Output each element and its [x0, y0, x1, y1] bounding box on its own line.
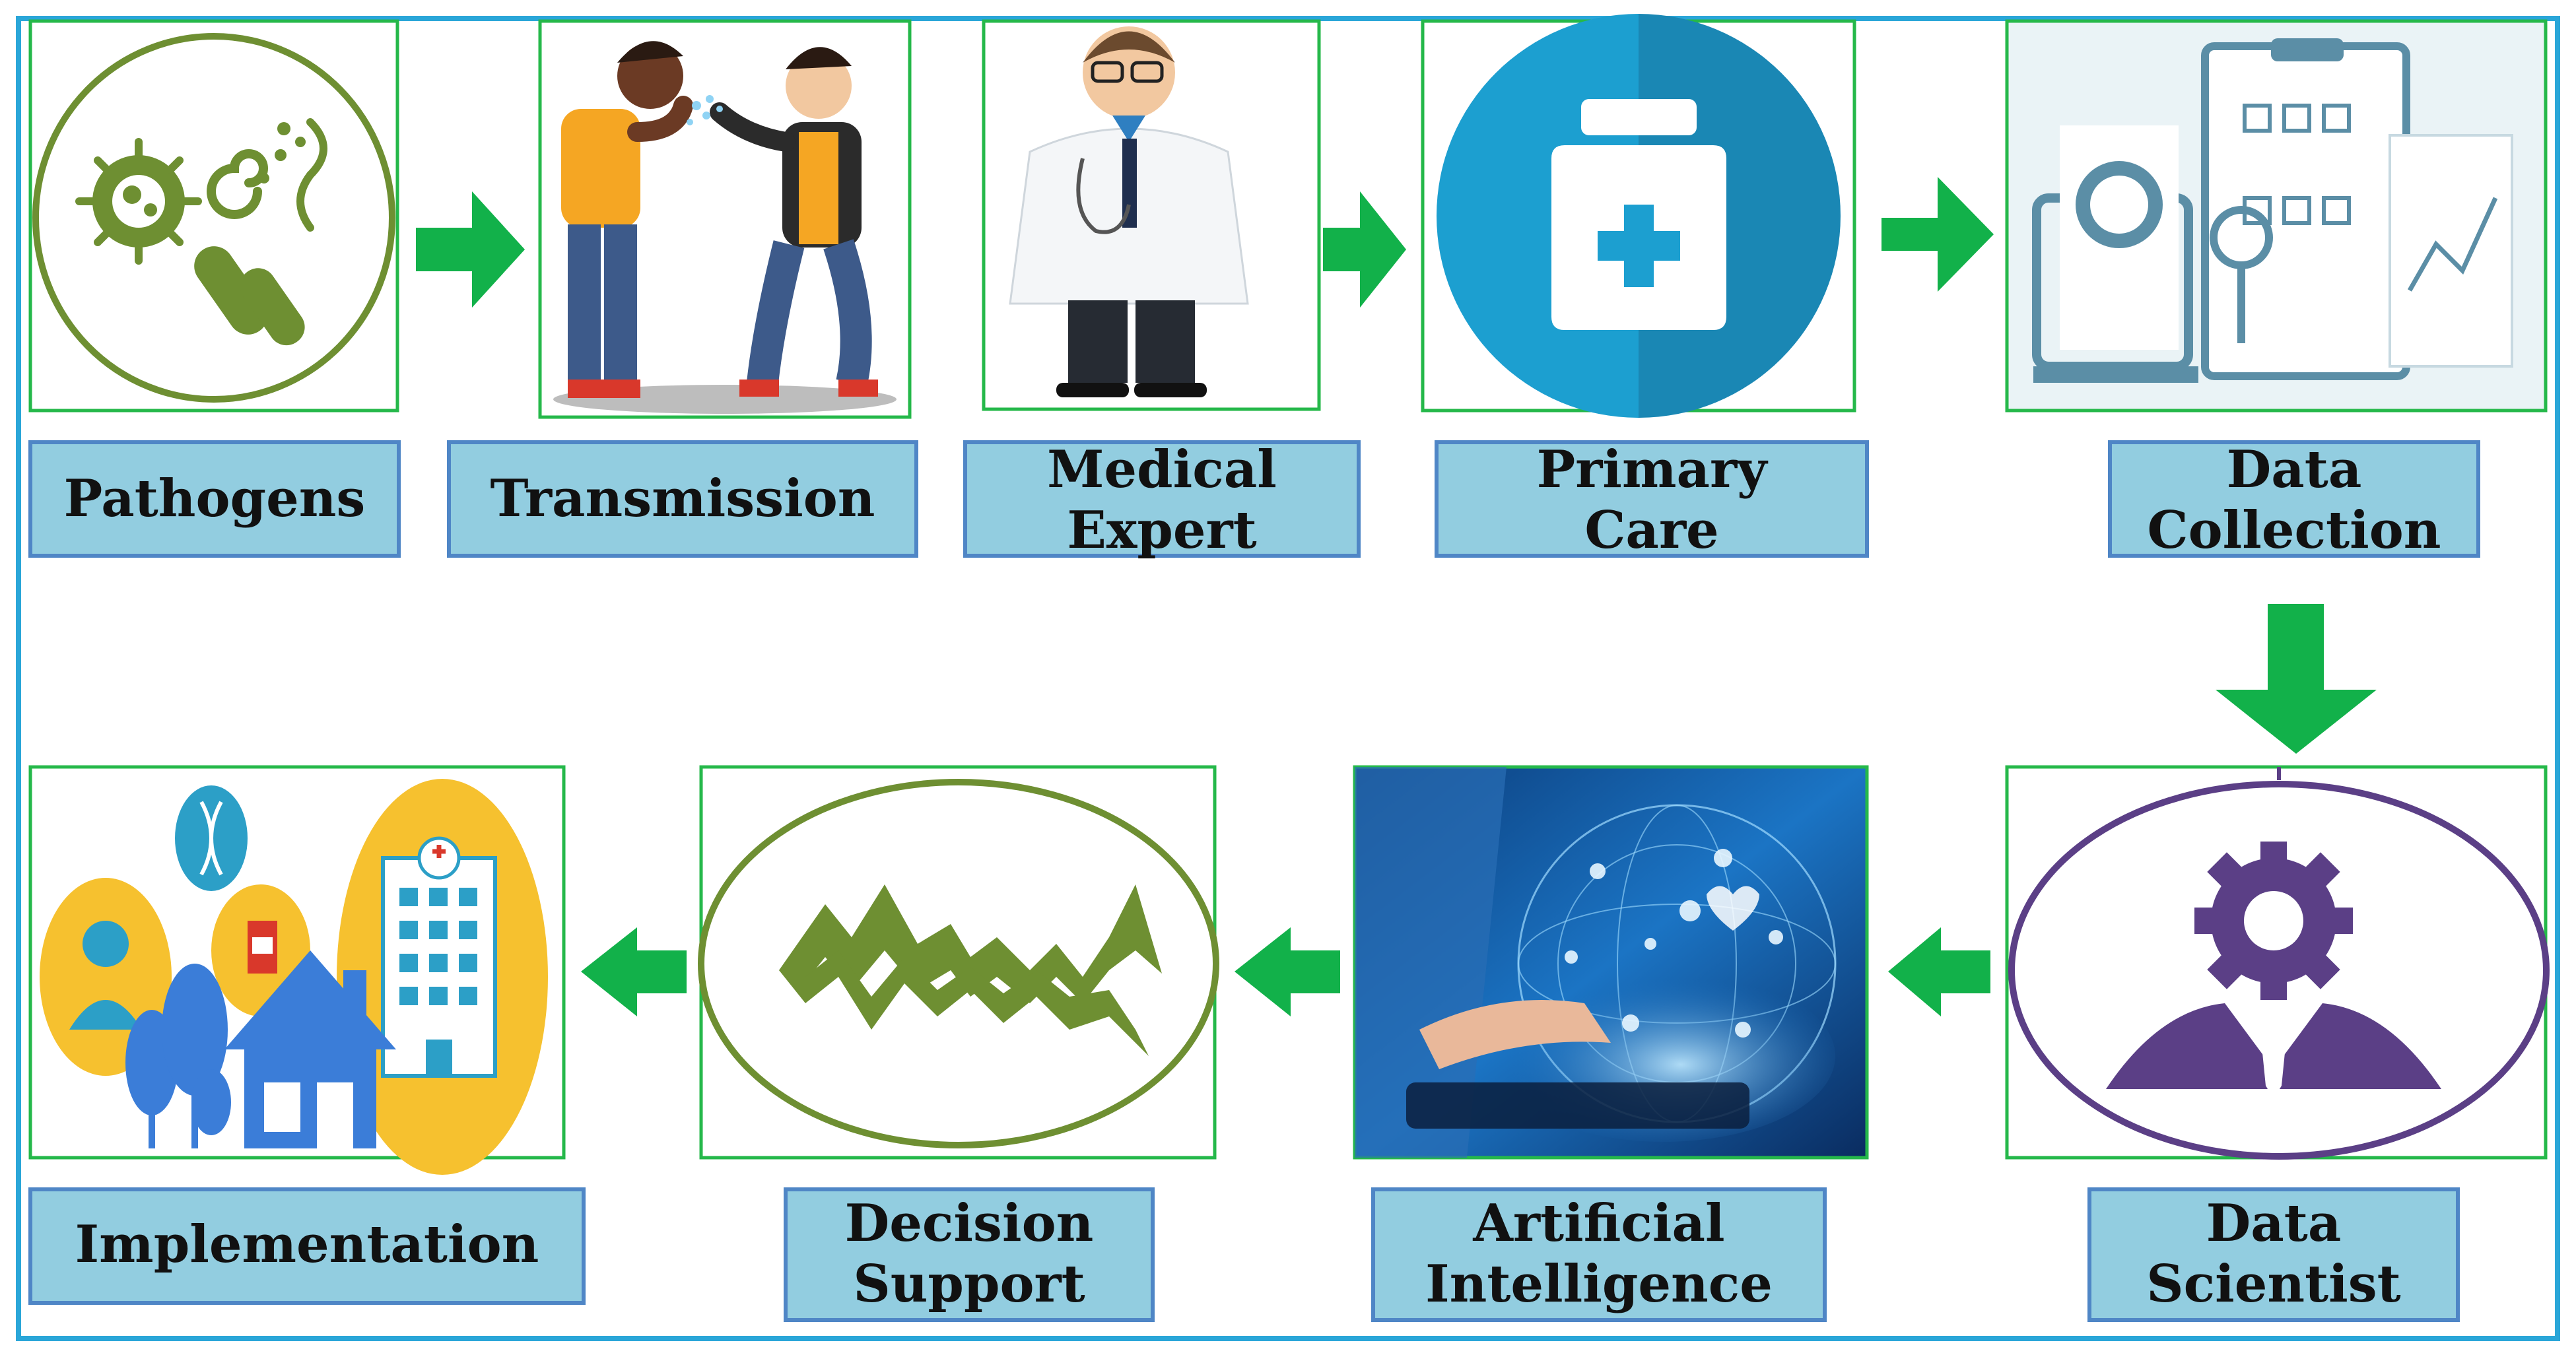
community-health-icon — [28, 765, 566, 1175]
doctor-illustration — [982, 19, 1321, 411]
gear-person-icon — [2005, 765, 2550, 1160]
arrow-left-icon — [1235, 927, 1340, 1016]
pathogens-icon — [28, 19, 399, 413]
zigzag-waves-icon — [698, 765, 1219, 1160]
svg-text:Data: Data — [2206, 1193, 2342, 1253]
svg-text:Intelligence: Intelligence — [1425, 1254, 1773, 1314]
arrow-left-icon — [1888, 927, 1990, 1016]
label-primary-care: Primary Care — [1435, 440, 1869, 560]
coughing-people-illustration — [538, 19, 912, 419]
label-transmission: Transmission — [447, 440, 918, 558]
clipboard-data-icon — [2005, 19, 2548, 413]
svg-text:Transmission: Transmission — [491, 469, 875, 529]
arrow-right-icon — [1881, 177, 1994, 292]
digital-health-globe-image — [1353, 765, 1869, 1160]
label-decision-support: Decision Support — [784, 1187, 1155, 1322]
svg-text:Scientist: Scientist — [2146, 1254, 2400, 1314]
svg-text:Decision: Decision — [845, 1193, 1094, 1253]
arrow-right-icon — [416, 191, 525, 308]
arrow-right-icon — [1323, 191, 1406, 308]
svg-text:Data: Data — [2227, 440, 2362, 500]
svg-text:Collection: Collection — [2148, 500, 2441, 560]
medicine-bottle-icon — [1421, 14, 1856, 418]
svg-text:Artificial: Artificial — [1472, 1193, 1724, 1253]
svg-text:Primary: Primary — [1537, 440, 1769, 500]
svg-text:Support: Support — [853, 1254, 1085, 1314]
label-implementation: Implementation — [28, 1187, 586, 1305]
svg-text:Expert: Expert — [1067, 500, 1256, 560]
label-artificial-intelligence: Artificial Intelligence — [1371, 1187, 1827, 1322]
arrow-left-icon — [581, 927, 687, 1016]
label-pathogens: Pathogens — [28, 440, 401, 558]
label-data-scientist: Data Scientist — [2087, 1187, 2460, 1322]
svg-text:Care: Care — [1584, 500, 1718, 560]
svg-text:Medical: Medical — [1047, 440, 1277, 500]
svg-text:Pathogens: Pathogens — [64, 469, 366, 529]
svg-text:Implementation: Implementation — [75, 1214, 539, 1274]
label-medical-expert: Medical Expert — [963, 440, 1361, 560]
arrow-down-icon — [2216, 604, 2377, 754]
outer-frame — [16, 16, 2560, 1341]
label-data-collection: Data Collection — [2108, 440, 2480, 560]
